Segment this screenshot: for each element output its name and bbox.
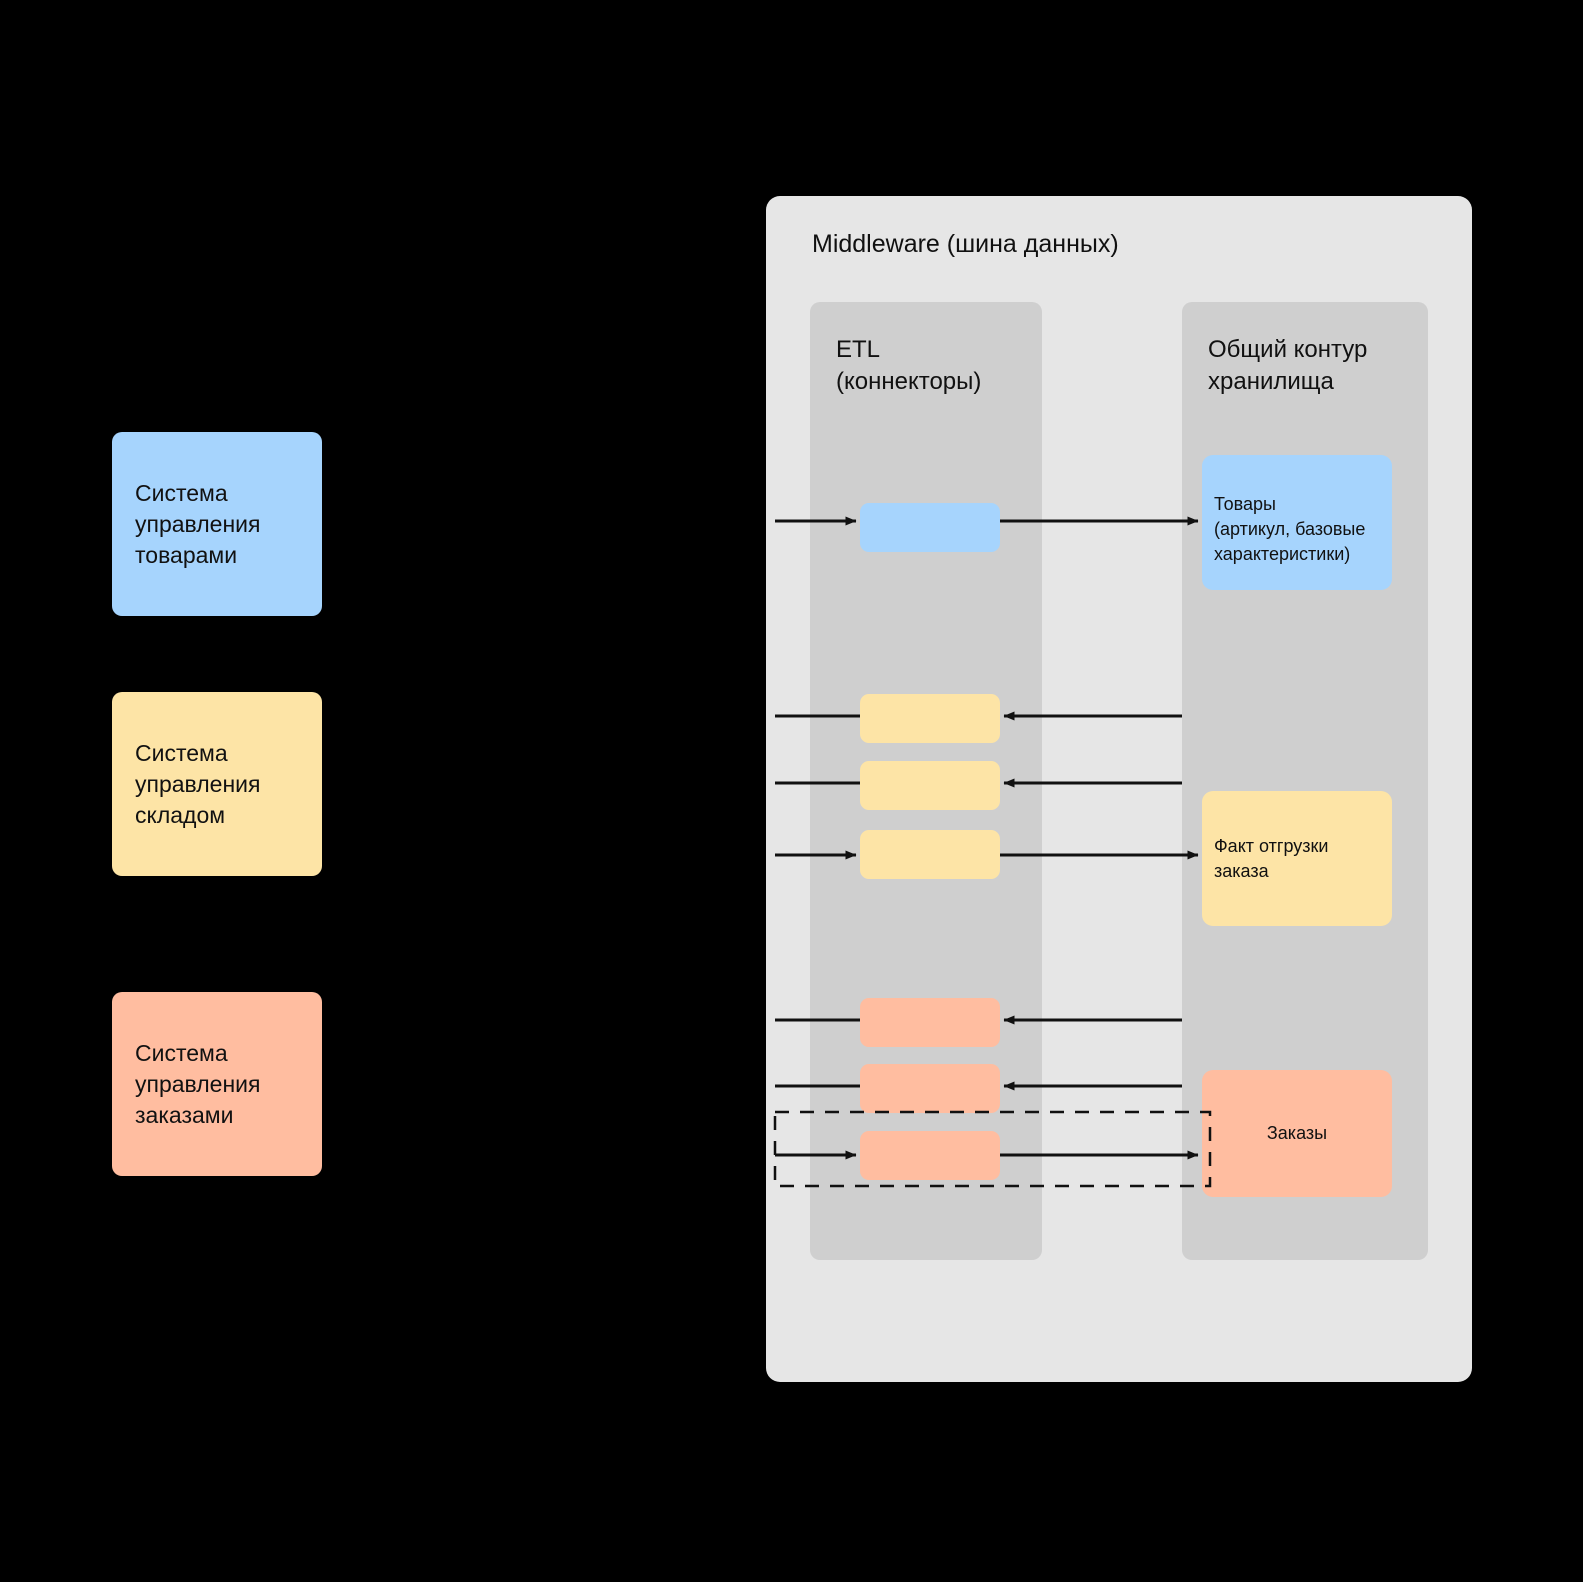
etl-connector-products[interactable] [860,503,1000,552]
etl-connector-wms-1[interactable] [860,694,1000,743]
storage-entity-shipment-fact-label: Факт отгрузки заказа [1214,836,1329,881]
source-system-products-label: Система управления товарами [135,479,261,568]
source-system-orders[interactable]: Система управления заказами [112,992,322,1176]
storage-entity-shipment-fact[interactable]: Факт отгрузки заказа [1202,791,1392,926]
etl-connector-wms-3[interactable] [860,830,1000,879]
source-system-warehouse[interactable]: Система управления складом [112,692,322,876]
middleware-title: Middleware (шина данных) [812,230,1119,258]
storage-entity-orders[interactable]: Заказы [1202,1070,1392,1197]
source-system-products[interactable]: Система управления товарами [112,432,322,616]
etl-column-title: ETL (коннекторы) [836,336,982,395]
storage-entity-orders-label: Заказы [1266,1123,1328,1143]
etl-connector-oms-1[interactable] [860,998,1000,1047]
storage-entity-products[interactable]: Товары (артикул, базовые характеристики) [1202,455,1392,590]
storage-entity-products-label: Товары (артикул, базовые характеристики) [1214,494,1366,564]
etl-connector-oms-2[interactable] [860,1064,1000,1113]
source-system-warehouse-label: Система управления складом [135,739,261,828]
etl-connector-oms-3[interactable] [860,1131,1000,1180]
etl-connector-wms-2[interactable] [860,761,1000,810]
storage-column-title: Общий контур хранилища [1208,336,1368,395]
source-system-orders-label: Система управления заказами [135,1039,261,1128]
